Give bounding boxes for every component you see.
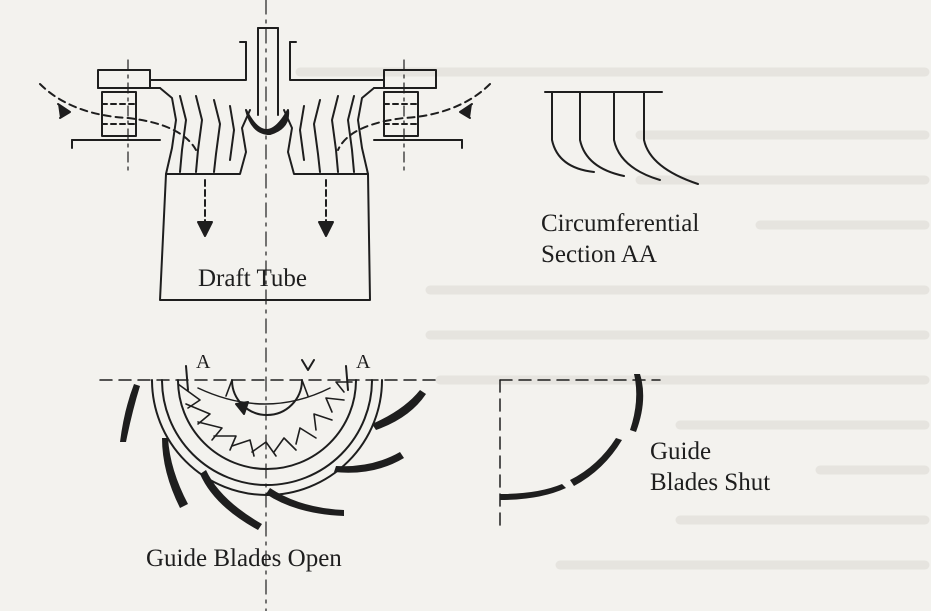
- guide-vane-boxes: [101, 59, 419, 171]
- circumferential-section-label: Circumferential Section AA: [541, 208, 699, 271]
- turbine-shaft: [239, 27, 297, 116]
- inflow-arrows: [39, 83, 491, 151]
- section-marker-a-right: A: [356, 351, 371, 373]
- turbine-section-view: [39, 0, 491, 611]
- guide-blades-shut-view: [499, 374, 661, 531]
- guide-blades-shut-line1: Guide: [650, 438, 712, 465]
- guide-blades-open-view: [99, 359, 441, 530]
- circumferential-label-line2: Section AA: [541, 241, 657, 269]
- circumferential-label-line1: Circumferential: [541, 210, 700, 237]
- section-marker-a-left: A: [196, 351, 211, 373]
- turbine-runner: [159, 87, 375, 175]
- guide-blades-shut-label: Guide Blades Shut: [650, 436, 770, 499]
- turbine-casing: [71, 69, 463, 149]
- draft-tube-label: Draft Tube: [198, 265, 308, 292]
- guide-blades-shut-line2: Blades Shut: [650, 469, 771, 497]
- circumferential-section: [544, 91, 699, 185]
- guide-blades-open-label: Guide Blades Open: [146, 545, 342, 572]
- draft-tube: [159, 173, 371, 301]
